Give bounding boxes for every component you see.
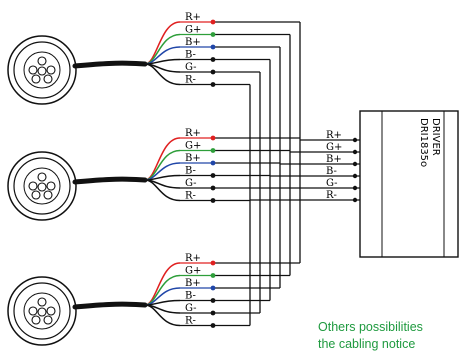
wire-terminal [210, 185, 216, 191]
rgb-led-fixture-icon [7, 276, 77, 346]
wire-terminal [210, 273, 216, 278]
fixture-wire [144, 63, 181, 86]
driver-terminal [352, 185, 358, 191]
driver-terminal [352, 149, 358, 155]
driver-input-label: R- [326, 190, 337, 201]
wire-label: G+ [185, 266, 201, 277]
wire-label: R- [185, 316, 196, 327]
wire-label: B- [185, 166, 196, 177]
wire-terminal [210, 82, 216, 87]
wire-label: B- [185, 50, 196, 61]
driver-input-label: G+ [326, 142, 342, 153]
wire-terminal [210, 285, 216, 291]
driver-terminal [352, 197, 358, 203]
driver-input-label: B- [326, 166, 337, 177]
wire-terminal [210, 323, 216, 328]
fixture-cable [72, 60, 148, 69]
wire-label: R- [185, 191, 196, 202]
wire-label: B+ [185, 278, 201, 289]
wire-label: G- [185, 62, 197, 73]
wire-label: G- [185, 178, 197, 189]
driver-terminal [352, 173, 358, 179]
driver-terminal [352, 161, 358, 167]
wire-terminal [210, 148, 216, 153]
fixture-wire [144, 137, 181, 181]
note-line-2: the cabling notice [318, 337, 415, 351]
wire-label: G+ [185, 25, 201, 36]
wire-terminal [210, 44, 216, 50]
wire-label: B- [185, 291, 196, 302]
wire-terminal [210, 198, 216, 203]
wire-label: R+ [185, 12, 201, 23]
fixture-2: R+ G+B+ B-G- R- [7, 128, 216, 221]
wire-terminal [210, 19, 216, 25]
driver-input-label: R+ [326, 130, 342, 141]
wire-terminal [210, 135, 216, 141]
wire-label: B+ [185, 37, 201, 48]
driver-input-labels: R+G+B+B-G-R- [326, 130, 342, 201]
fixture-wire [144, 179, 181, 202]
wire-terminal [210, 160, 216, 166]
wire-terminal [210, 57, 216, 62]
wire-terminal [210, 32, 216, 37]
rgb-led-fixture-icon [7, 151, 77, 221]
note-line-1: Others possibilities [318, 320, 423, 334]
driver-input-label: B+ [326, 154, 342, 165]
wire-terminal [210, 260, 216, 266]
fixture-wire [144, 304, 181, 327]
fixture-wire [144, 262, 181, 306]
cabling-note: Others possibilities the cabling notice [318, 320, 423, 351]
fixture-cable [72, 176, 148, 185]
fixture-wire [144, 21, 181, 65]
driver-input-label: G- [326, 178, 338, 189]
driver-box: DRIVER DRI1835o [359, 110, 459, 258]
wire-label: B+ [185, 153, 201, 164]
wire-terminal [210, 173, 216, 178]
wire-terminal [210, 298, 216, 303]
driver-model: DRI1835o [418, 118, 429, 167]
driver-title: DRIVER [430, 118, 441, 156]
wire-label: R+ [185, 253, 201, 264]
wire-terminal [210, 69, 216, 75]
fixture-3: R+ G+B+ B-G- R- [7, 253, 216, 346]
driver-terminal [352, 137, 358, 143]
fixture-1: R+ G+B+ B-G- R- [7, 12, 216, 105]
bus-wires [213, 21, 360, 327]
fixture-cable [72, 301, 148, 310]
fixtures-group: R+G+B+B-G-R-R+G+B+B-G-R-R+G+B+B-G-R- [7, 12, 216, 346]
wire-label: G+ [185, 141, 201, 152]
rgb-led-fixture-icon [7, 35, 77, 105]
wire-label: R- [185, 75, 196, 86]
wire-label: G- [185, 303, 197, 314]
wire-terminal [210, 310, 216, 316]
wire-label: R+ [185, 128, 201, 139]
